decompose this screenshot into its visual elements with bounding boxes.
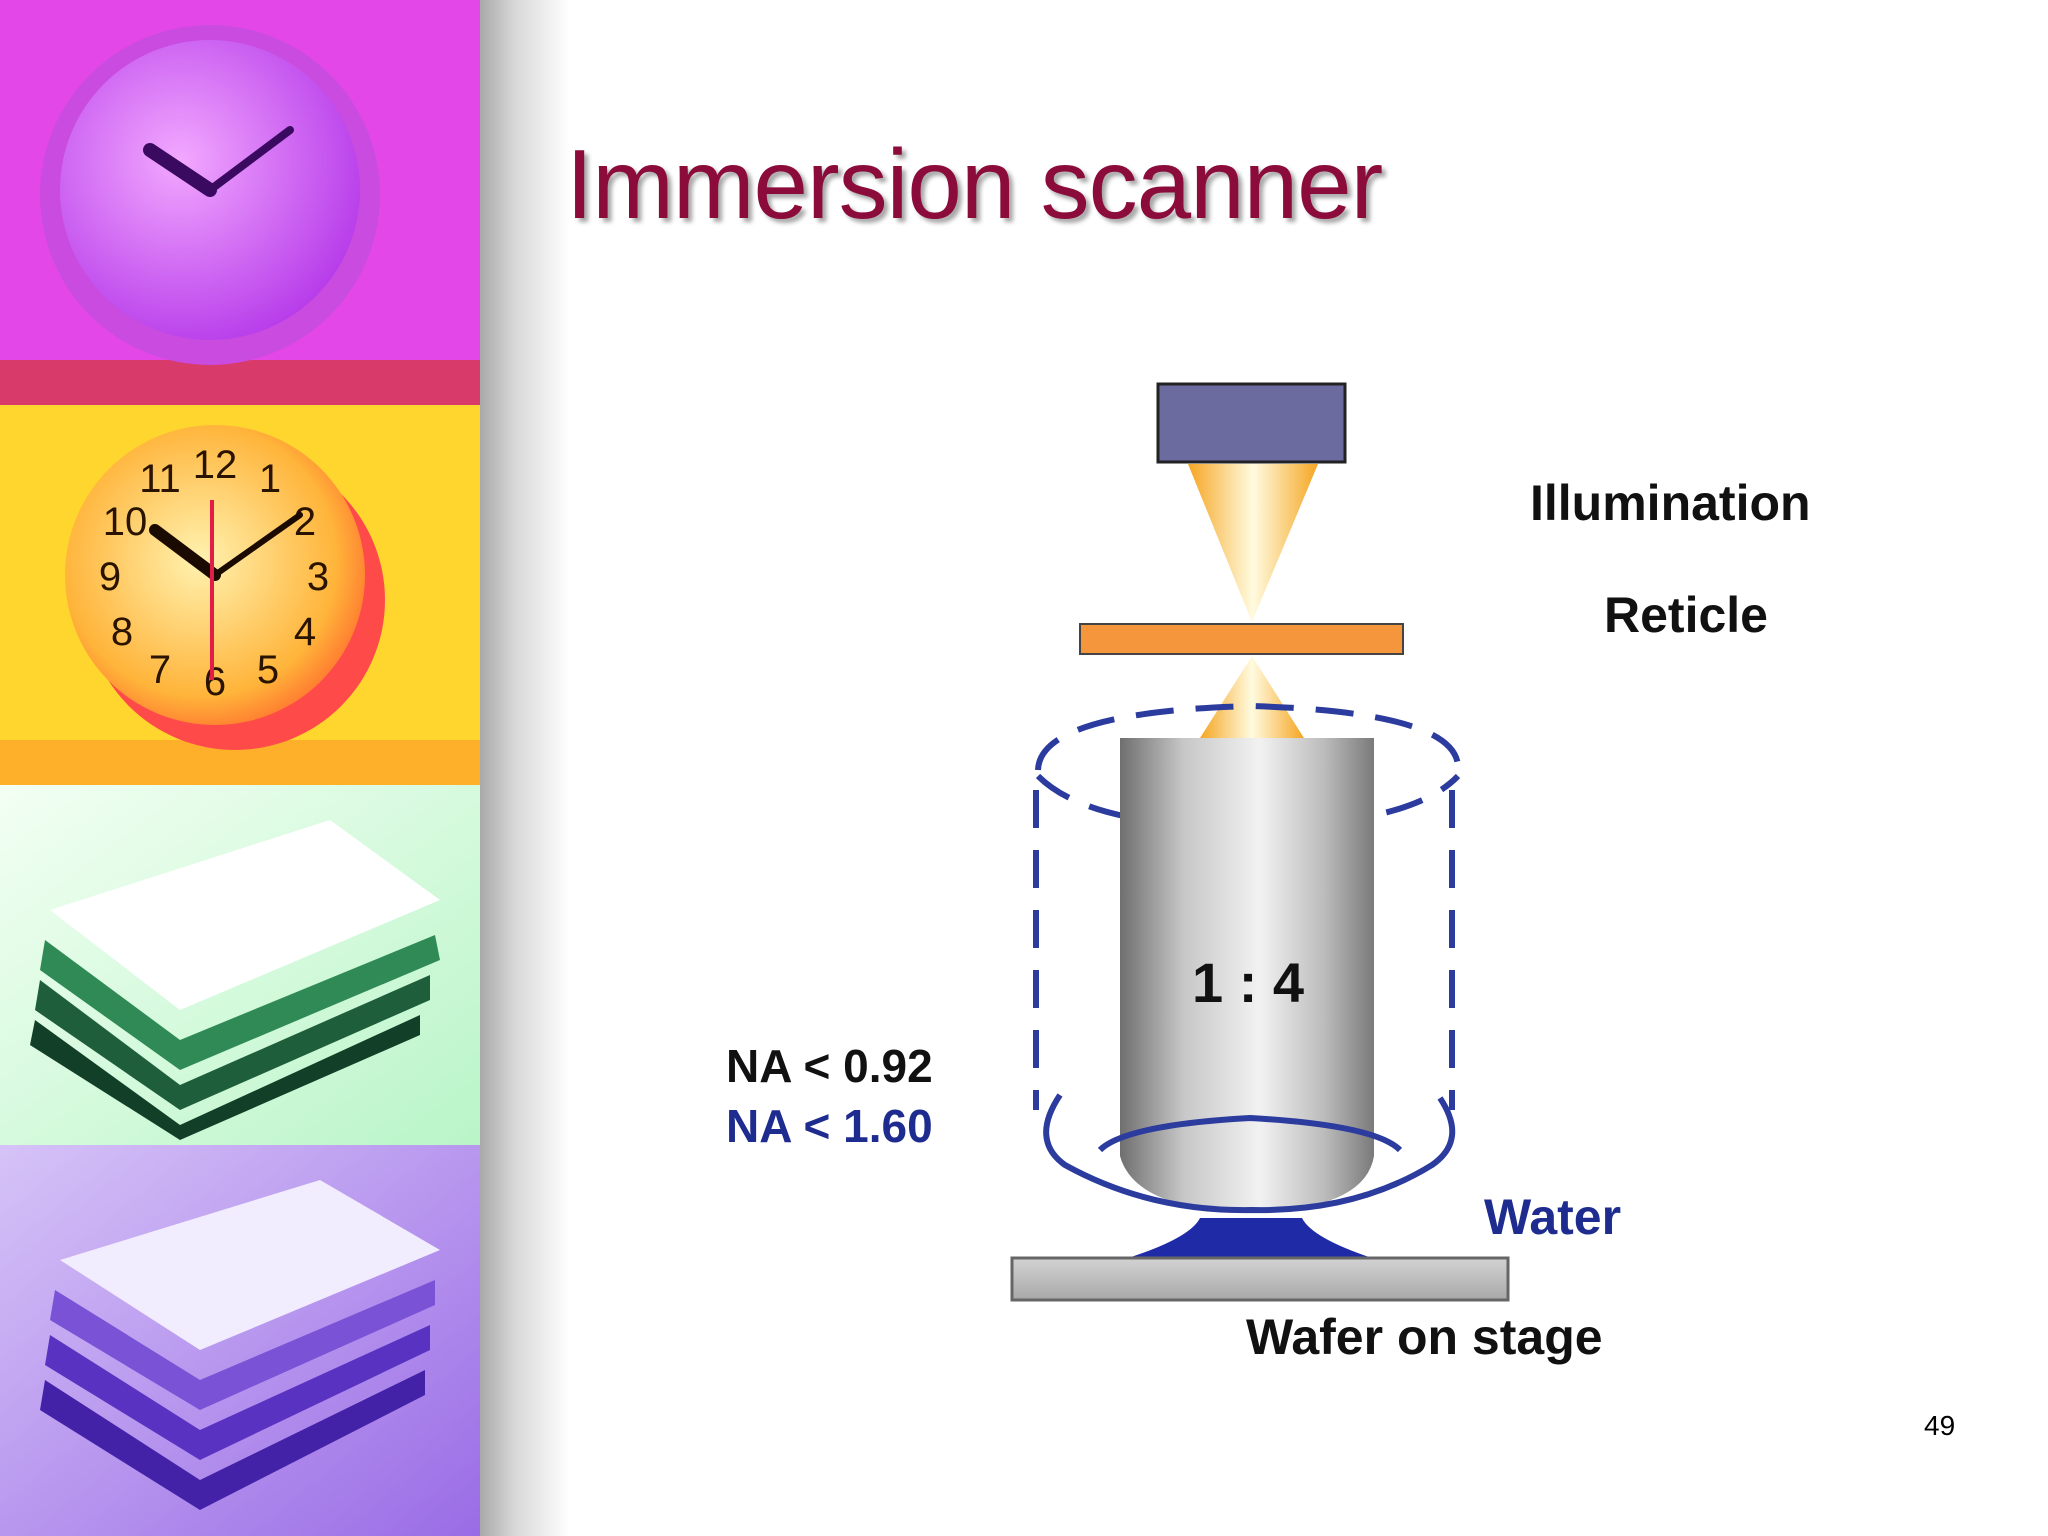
svg-text:2: 2 xyxy=(294,500,316,544)
svg-text:10: 10 xyxy=(103,500,148,544)
svg-text:5: 5 xyxy=(257,648,279,692)
purple-clock-image xyxy=(0,0,480,405)
svg-text:9: 9 xyxy=(99,555,121,599)
lens-bottom xyxy=(1120,1156,1374,1212)
svg-text:6: 6 xyxy=(204,660,226,704)
wafer-stage xyxy=(1010,1256,1510,1302)
slide-title: Immersion scanner xyxy=(566,129,1383,239)
reticle xyxy=(1079,623,1404,655)
page-number: 49 xyxy=(1924,1410,1956,1441)
svg-text:11: 11 xyxy=(139,457,181,501)
svg-text:7: 7 xyxy=(149,648,171,692)
label-na-immersion: NA < 1.60 xyxy=(726,1100,933,1152)
projection-beam xyxy=(1200,656,1304,738)
svg-text:4: 4 xyxy=(294,610,316,654)
green-papers-image xyxy=(0,785,480,1145)
projection-lens xyxy=(1120,738,1374,1156)
svg-text:1: 1 xyxy=(259,457,281,501)
label-illumination: Illumination xyxy=(1530,475,1811,531)
svg-text:12: 12 xyxy=(193,443,238,487)
svg-text:8: 8 xyxy=(111,610,133,654)
water xyxy=(1128,1218,1372,1258)
label-reticle: Reticle xyxy=(1604,587,1768,643)
immersion-boundary xyxy=(1033,702,1462,1110)
water-rings xyxy=(1043,1093,1456,1214)
illumination-beam xyxy=(1188,464,1318,622)
sidebar-shadow xyxy=(480,0,570,1536)
label-reduction: 1 : 4 xyxy=(1192,951,1304,1014)
svg-text:3: 3 xyxy=(307,555,329,599)
label-water: Water xyxy=(1484,1189,1621,1245)
illumination-source xyxy=(1156,382,1347,464)
label-wafer-on-stage: Wafer on stage xyxy=(1246,1309,1603,1365)
violet-papers-image xyxy=(0,1145,480,1536)
label-na-dry: NA < 0.92 xyxy=(726,1040,933,1092)
